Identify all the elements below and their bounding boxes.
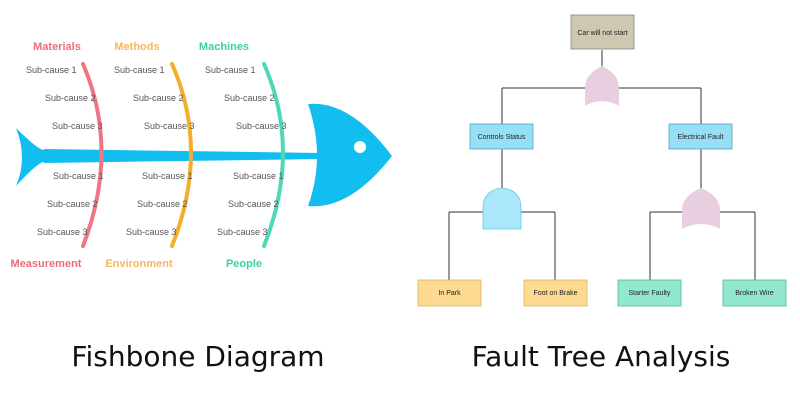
sub-cause-label: Sub-cause 1 <box>114 65 165 75</box>
bone-3 <box>262 62 285 248</box>
fault-node-starter-faulty <box>617 279 682 307</box>
sub-cause-label: Sub-cause 2 <box>224 93 275 103</box>
fishbone-caption: Fishbone Diagram <box>71 340 324 373</box>
fault-tree-diagram: Car will not start Controls Status Elect… <box>417 14 787 373</box>
fault-node-label: Controls Status <box>478 134 526 141</box>
fault-node-in-park <box>417 279 482 307</box>
sub-cause-label: Sub-cause 1 <box>142 171 193 181</box>
category-top-3: Machines <box>199 41 249 53</box>
fault-node-electrical-fault <box>668 123 733 150</box>
fault-node-foot-on-brake <box>523 279 588 307</box>
fault-node-label: Electrical Fault <box>678 134 724 141</box>
sub-cause-label: Sub-cause 1 <box>205 65 256 75</box>
sub-cause-label: Sub-cause 2 <box>133 93 184 103</box>
bone-2 <box>170 62 193 248</box>
fish-head <box>308 103 392 207</box>
bone-1 <box>81 62 104 248</box>
or-gate <box>585 66 619 106</box>
category-top-2: Methods <box>114 41 159 53</box>
and-gate <box>482 187 522 230</box>
sub-cause-label: Sub-cause 1 <box>53 171 104 181</box>
fault-node-label: In Park <box>438 290 461 297</box>
sub-cause-label: Sub-cause 1 <box>233 171 284 181</box>
sub-cause-label: Sub-cause 3 <box>217 227 268 237</box>
fault-tree-caption: Fault Tree Analysis <box>472 340 731 373</box>
sub-cause-label: Sub-cause 3 <box>236 121 287 131</box>
category-bottom-1: Measurement <box>11 258 82 270</box>
fault-node-label: Foot on Brake <box>534 290 578 297</box>
sub-cause-label: Sub-cause 3 <box>144 121 195 131</box>
fault-node-broken-wire <box>722 279 787 307</box>
fish-spine <box>44 149 320 163</box>
sub-cause-label: Sub-cause 2 <box>137 199 188 209</box>
sub-cause-label: Sub-cause 2 <box>228 199 279 209</box>
category-top-1: Materials <box>33 41 81 53</box>
fishbone-diagram: Materials Methods Machines Measurement E… <box>11 41 392 373</box>
sub-cause-label: Sub-cause 2 <box>45 93 96 103</box>
fault-node-controls-status <box>469 123 534 150</box>
sub-cause-label: Sub-cause 3 <box>52 121 103 131</box>
sub-cause-label: Sub-cause 3 <box>37 227 88 237</box>
fault-node-top <box>570 14 635 50</box>
sub-cause-label: Sub-cause 2 <box>47 199 98 209</box>
sub-cause-label: Sub-cause 1 <box>26 65 77 75</box>
sub-cause-label: Sub-cause 3 <box>126 227 177 237</box>
fault-node-top-label: Car will not start <box>577 30 627 37</box>
or-gate <box>682 188 720 229</box>
category-bottom-2: Environment <box>105 258 173 270</box>
fault-node-label: Starter Faulty <box>628 290 671 297</box>
fish-tail <box>16 128 44 186</box>
fault-node-label: Broken Wire <box>735 290 774 297</box>
fish-eye <box>354 141 366 153</box>
category-bottom-3: People <box>226 258 262 270</box>
